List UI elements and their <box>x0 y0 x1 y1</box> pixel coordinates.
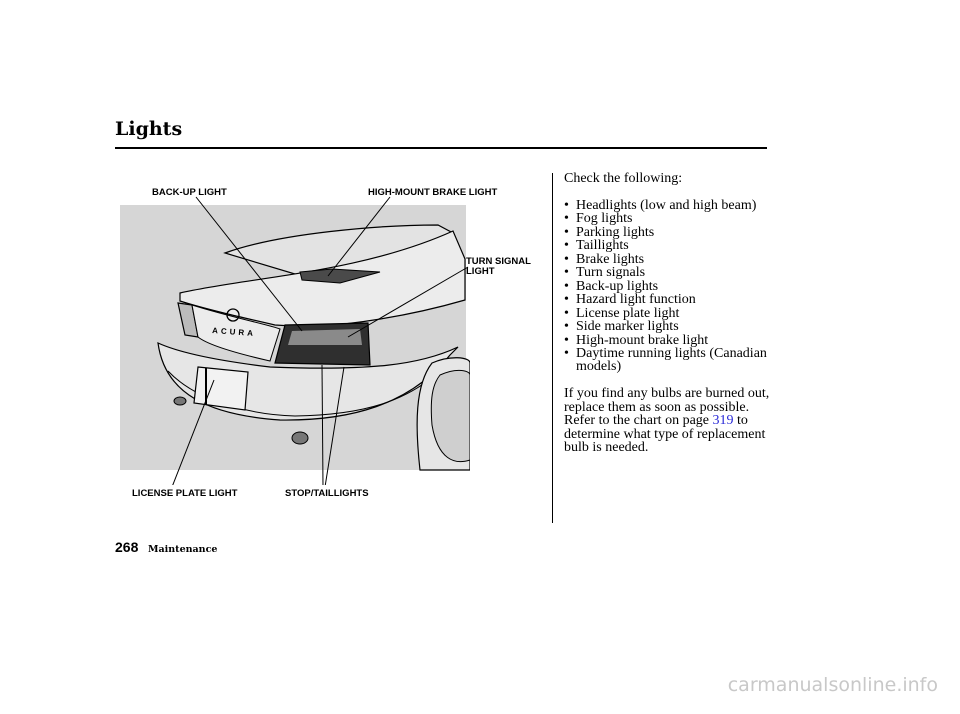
list-item: •Daytime running lights (Canadian models… <box>564 345 767 375</box>
right-taillight-lens <box>288 329 362 345</box>
leader-backup <box>195 196 303 332</box>
list-item: •Headlights (low and high beam) <box>564 198 757 213</box>
list-item: •High-mount brake light <box>564 332 709 348</box>
bullet: • <box>564 238 569 254</box>
bullet: • <box>564 292 569 308</box>
rear-tire <box>430 369 470 463</box>
section-name: Maintenance <box>148 544 218 555</box>
callout-turn-signal-light: TURN SIGNAL LIGHT <box>466 256 531 277</box>
list-item: •License plate light <box>564 305 680 321</box>
bullet: • <box>564 305 569 321</box>
bullet: • <box>564 265 569 281</box>
callout-license-plate-light: LICENSE PLATE LIGHT <box>132 488 238 499</box>
list-item: •Turn signals <box>564 265 646 281</box>
bullet: • <box>564 278 569 294</box>
column-divider <box>552 173 553 523</box>
highmount-light <box>299 268 381 284</box>
bullet: • <box>564 332 569 348</box>
right-exhaust <box>291 431 309 445</box>
bullet: • <box>564 251 569 267</box>
watermark: carmanualsonline.info <box>727 674 938 696</box>
callout-highmount-brake-light: HIGH-MOUNT BRAKE LIGHT <box>368 187 498 198</box>
bullet: • <box>564 319 569 335</box>
bullet: • <box>564 345 569 361</box>
list-item: •Fog lights <box>564 211 633 227</box>
leader-highmount <box>327 196 391 277</box>
page-319-link[interactable]: 319 <box>712 413 734 428</box>
list-item: •Side marker lights <box>564 319 679 335</box>
acura-badge <box>226 308 240 322</box>
page-title: Lights <box>115 118 183 140</box>
bullet: • <box>564 211 569 227</box>
page-number: 268 <box>115 539 139 555</box>
car-rear-illustration: ACURA <box>120 196 470 485</box>
leader-turnsignal <box>347 266 469 338</box>
plate-recess <box>193 366 249 411</box>
acura-lettering: ACURA <box>212 326 256 338</box>
replacement-note: If you find any bulbs are burned out, re… <box>564 386 770 455</box>
list-item: •Back-up lights <box>564 278 659 294</box>
callout-backup-light: BACK-UP LIGHT <box>152 187 227 198</box>
callout-stop-taillights: STOP/TAILLIGHTS <box>285 488 369 499</box>
title-rule <box>115 147 767 149</box>
list-item: •Taillights <box>564 238 629 254</box>
check-list: •Headlights (low and high beam) •Fog lig… <box>564 198 774 375</box>
leader-license <box>172 379 215 485</box>
list-item: •Parking lights <box>564 224 655 240</box>
bullet: • <box>564 224 569 240</box>
left-exhaust <box>173 396 187 406</box>
list-item: •Hazard light function <box>564 292 696 308</box>
list-item: •Brake lights <box>564 251 645 267</box>
leader-stop-right <box>324 366 345 485</box>
check-intro: Check the following: <box>564 171 683 186</box>
bullet: • <box>564 198 569 213</box>
leader-stop-left <box>321 364 324 485</box>
